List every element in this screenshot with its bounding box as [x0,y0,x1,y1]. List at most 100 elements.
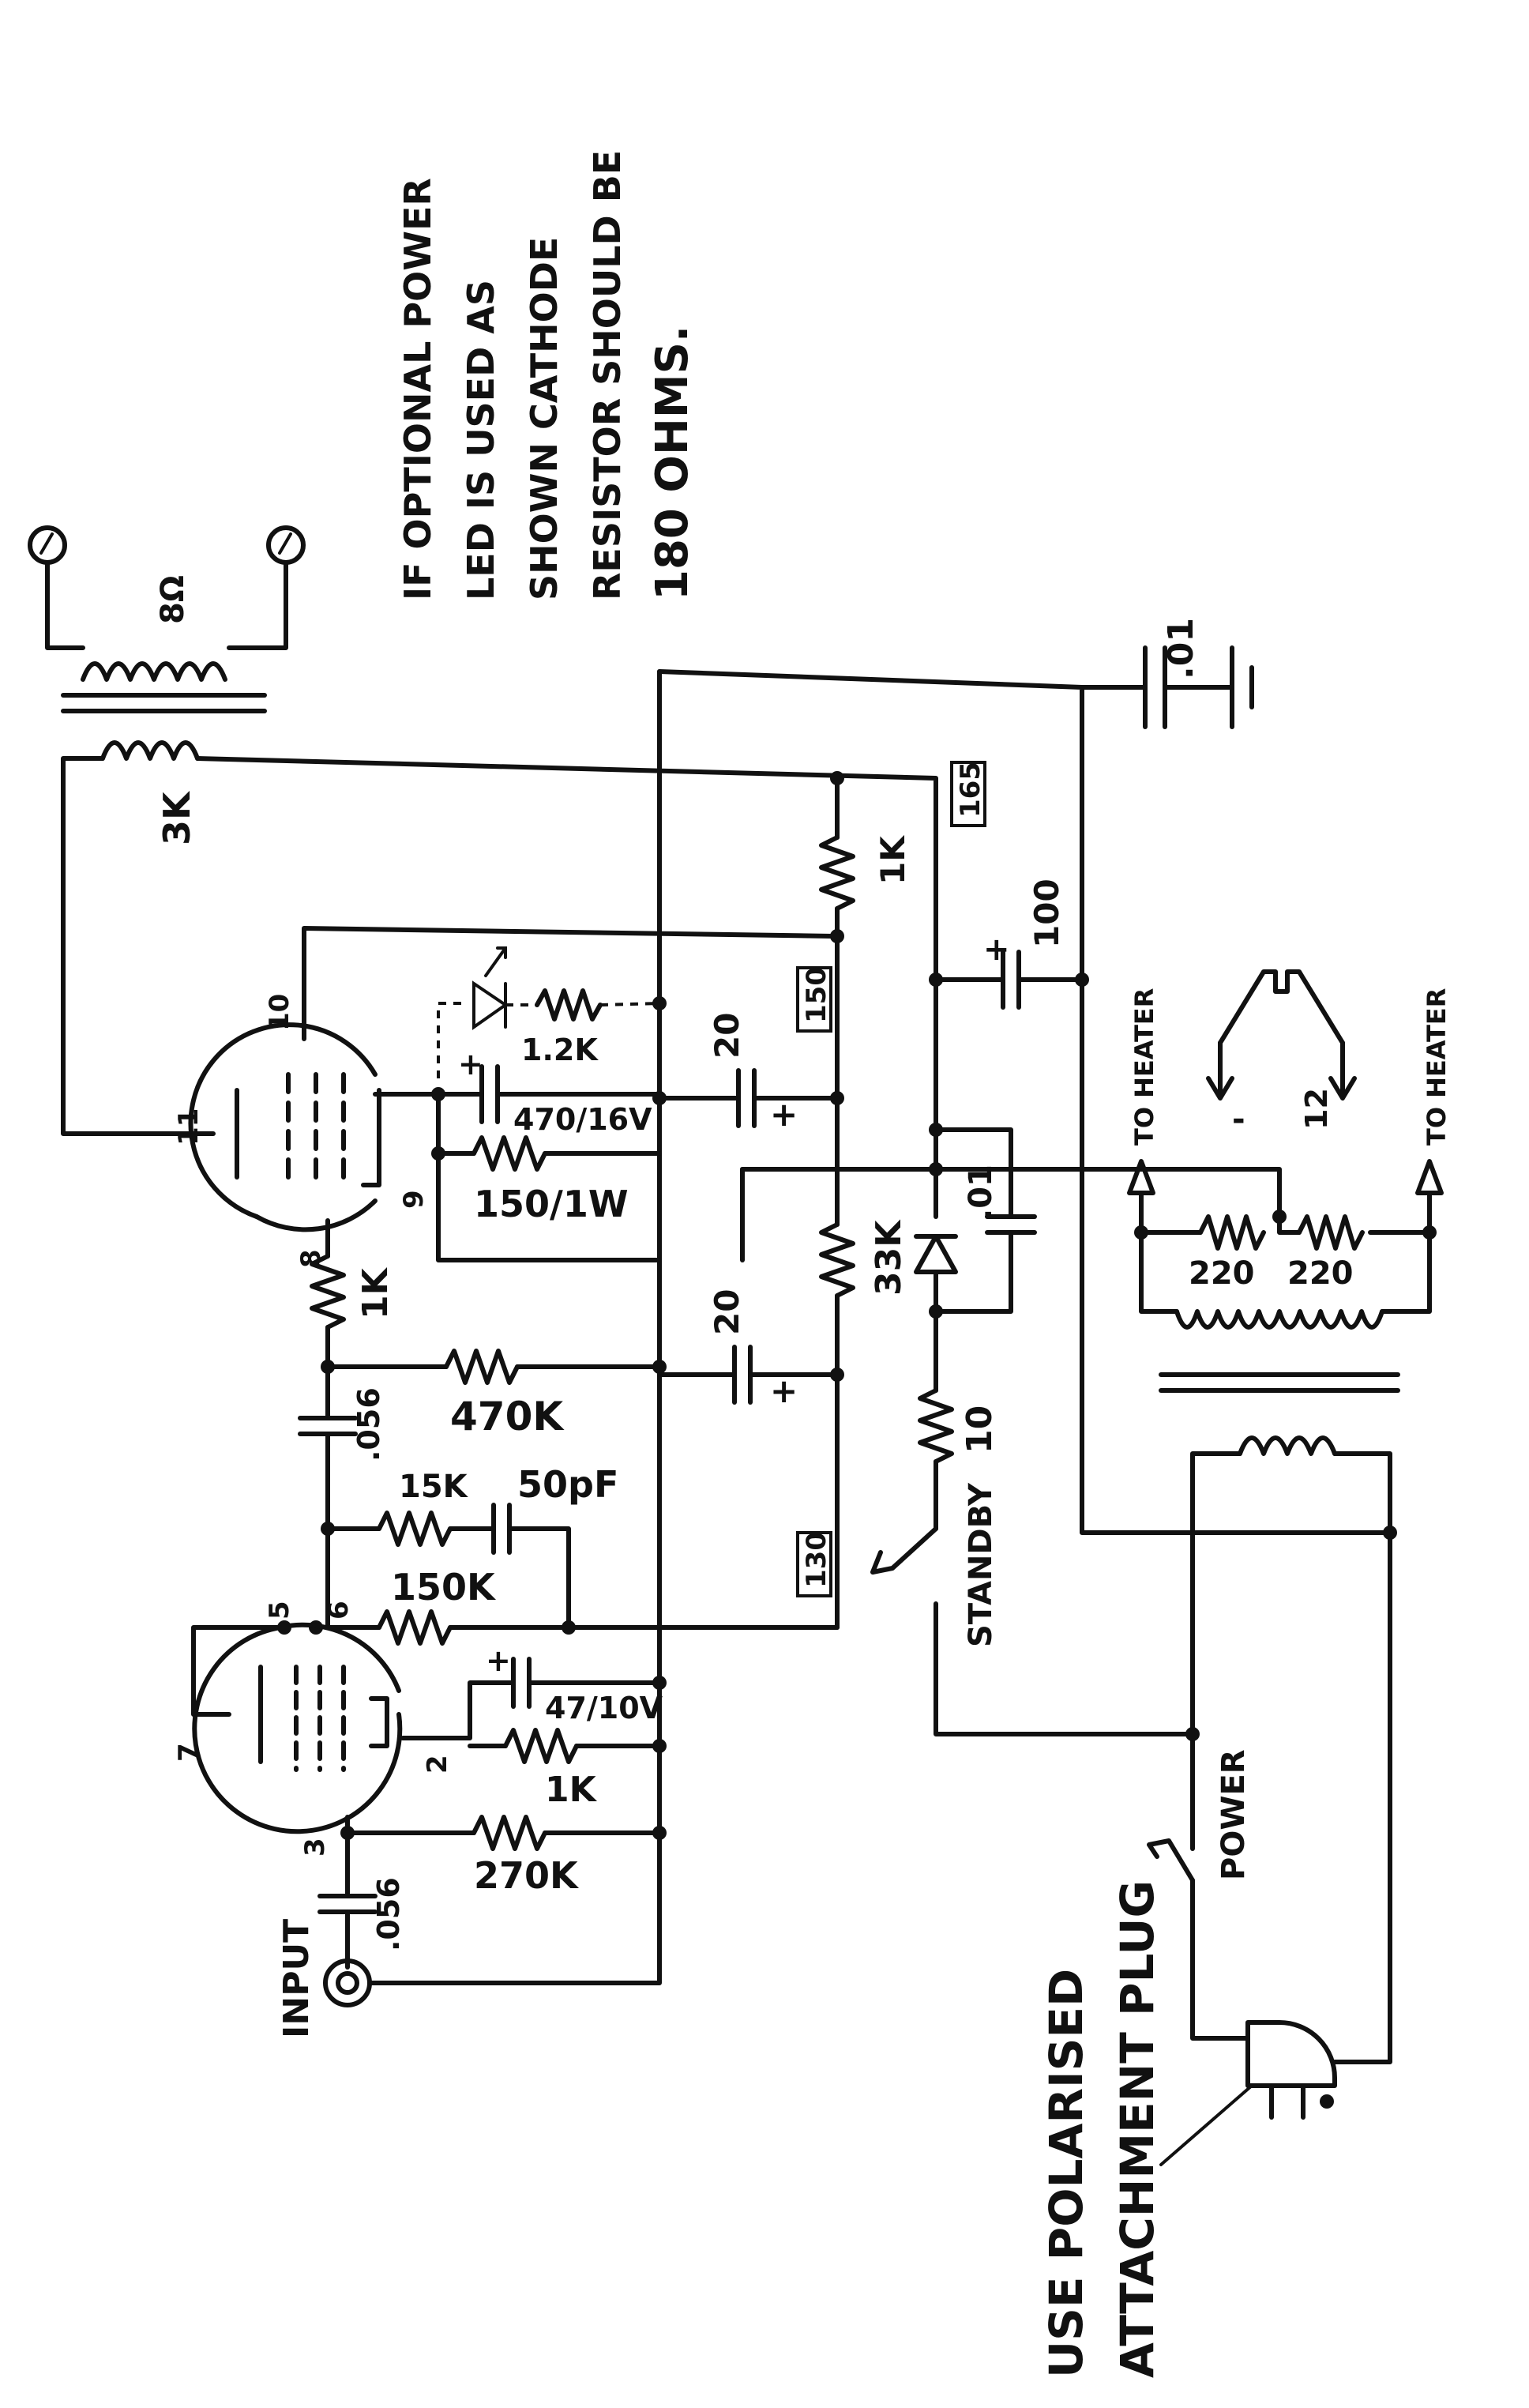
cap-056-coupling: .056 [298,1364,386,1630]
cap-47-label: 47/10V [545,1691,663,1725]
power-label: POWER [1215,1749,1252,1880]
resistor-1k-b-label: 1K [545,1770,598,1810]
cap-50pf-label: 50pF [517,1463,618,1506]
resistor-220b-label: 220 [1287,1255,1354,1292]
resistor-150k: 150K [325,1364,840,1646]
svg-text:+: + [458,1047,483,1082]
optional-led: 1.2K [437,946,667,1078]
plug-note-line-2: ATTACHMENT PLUG [1110,1880,1164,2378]
cap-01-diode: .01 [934,1164,1037,1314]
resistor-150-1w-label: 150/1W [474,1183,629,1225]
speaker-terminals [28,525,306,650]
lamp-12-label: 12 [1299,1088,1334,1130]
pin-3-label: 3 [299,1838,331,1857]
resistor-15k-label: 15K [399,1469,469,1505]
polarised-plug [1159,1925,1392,2166]
resistor-10: 10 [918,1388,1000,1531]
heater-wire [740,1167,1282,1219]
note-line-5: 180 OHMS. [647,325,698,600]
resistor-10-label: 10 [960,1405,1000,1454]
resistor-150k-label: 150K [391,1566,497,1608]
cap-100: + 100 [929,879,1084,1010]
power-switch: POWER [1147,1749,1252,2041]
resistor-470k-label: 470K [450,1394,565,1439]
pin-10-label: 10 [264,994,295,1031]
voltage-130-label: 130 [801,1532,832,1588]
to-heater-label-b: TO HEATER [1422,988,1452,1146]
output-tube: 10 11 9 8 [173,994,430,1268]
standby-label: STANDBY [963,1482,999,1647]
resistor-33k-label: 33K [869,1219,909,1296]
pin-5-label: 5 [264,1601,295,1620]
cap-100-label: 100 [1027,879,1066,948]
plug-note-line-1: USE POLARISED [1039,1969,1093,2378]
resistor-1k-top-label: 1K [873,835,912,885]
input-label: INPUT [276,1919,317,2038]
cap-20-mid: + 20 [657,1289,840,1410]
power-transformer [1139,1230,1432,1930]
b-plus-wire [195,756,938,982]
resistor-470k: 470K [325,1349,662,1439]
voltage-165-box: 165 [950,761,986,827]
note-line-3: SHOWN CATHODE [523,237,565,600]
polarised-plug-note: USE POLARISED ATTACHMENT PLUG [1039,1880,1164,2378]
svg-text:+: + [770,1095,798,1134]
primary-to-plate-wire [61,756,216,1136]
note-line-2: LED IS USED AS [460,280,502,600]
pin-9-label: 9 [398,1190,430,1209]
voltage-130-box: 130 [796,1531,832,1597]
cap-470-16v: + 470/16V [436,1047,662,1137]
cap-01-chassis: .01 [1080,618,1254,729]
resistor-1k-dropping: 1K [819,835,912,1101]
pin-2-label: 2 [422,1755,453,1774]
pilot-lamp-symbol: - 12 [1206,969,1357,1138]
cap-47-10v: + 47/10V [400,1643,663,1740]
ground-bus [369,669,662,1985]
output-transformer: 8Ω 3K [61,575,267,845]
pin-8-label: 8 [295,1249,327,1268]
voltage-150-box: 150 [796,966,832,1033]
note-line-4: RESISTOR SHOULD BE [586,150,629,600]
input-jack: INPUT [276,1919,372,2038]
resistor-1k-input-cathode: 1K [468,1728,662,1810]
resistor-1k-cathode: 1K [310,1218,396,1369]
pin-7-label: 7 [173,1743,205,1762]
resistor-1k-cathode-label: 1K [355,1266,396,1319]
cap-01-mid-label: .01 [963,1164,999,1221]
cathode-wire [373,1092,662,1262]
resistor-220a-label: 220 [1189,1255,1255,1292]
svg-text:+: + [770,1371,798,1410]
heater-resistors: 220 220 [1127,1159,1444,1292]
pin-6-label: 6 [323,1601,355,1620]
cap-01-top-label: .01 [1161,618,1201,679]
resistor-270k: 270K [345,1815,662,1897]
cap-056-input-label: .056 [371,1877,406,1951]
cap-056-coupling-label: .056 [351,1387,386,1462]
ground-to-transformer-wire [657,669,1392,1535]
optional-led-note: IF OPTIONAL POWER LED IS USED AS SHOWN C… [396,150,698,600]
note-line-1: IF OPTIONAL POWER [396,178,439,600]
resistor-150-1w: 150/1W [436,1135,662,1225]
resistor-15k-cap-50pf: 15K 50pF [325,1463,618,1630]
primary-impedance-label: 3K [156,790,198,845]
cap-056-input: .056 [317,1815,406,1970]
lamp-minus-label: - [1232,1101,1245,1138]
standby-switch: STANDBY [870,1482,1195,1736]
resistor-33k: 33K [819,1096,909,1377]
speaker-impedance-label: 8Ω [155,575,191,624]
input-tube: 5 6 7 2 3 [173,1601,453,1857]
cap-470-label: 470/16V [513,1102,652,1137]
led-resistor-label: 1.2K [521,1033,599,1067]
cap-20-top-label: 20 [708,1013,746,1059]
pin-11-label: 11 [173,1108,205,1146]
cap-20-top: + 20 [657,1013,840,1134]
voltage-150-label: 150 [801,967,832,1023]
screen-wire [302,926,836,1041]
svg-text:+: + [486,1643,511,1678]
resistor-270k-label: 270K [474,1854,580,1897]
voltage-165-label: 165 [955,762,986,818]
rectifier-diode [914,1234,958,1393]
cap-20-mid-label: 20 [708,1289,746,1335]
svg-text:+: + [983,931,1010,968]
